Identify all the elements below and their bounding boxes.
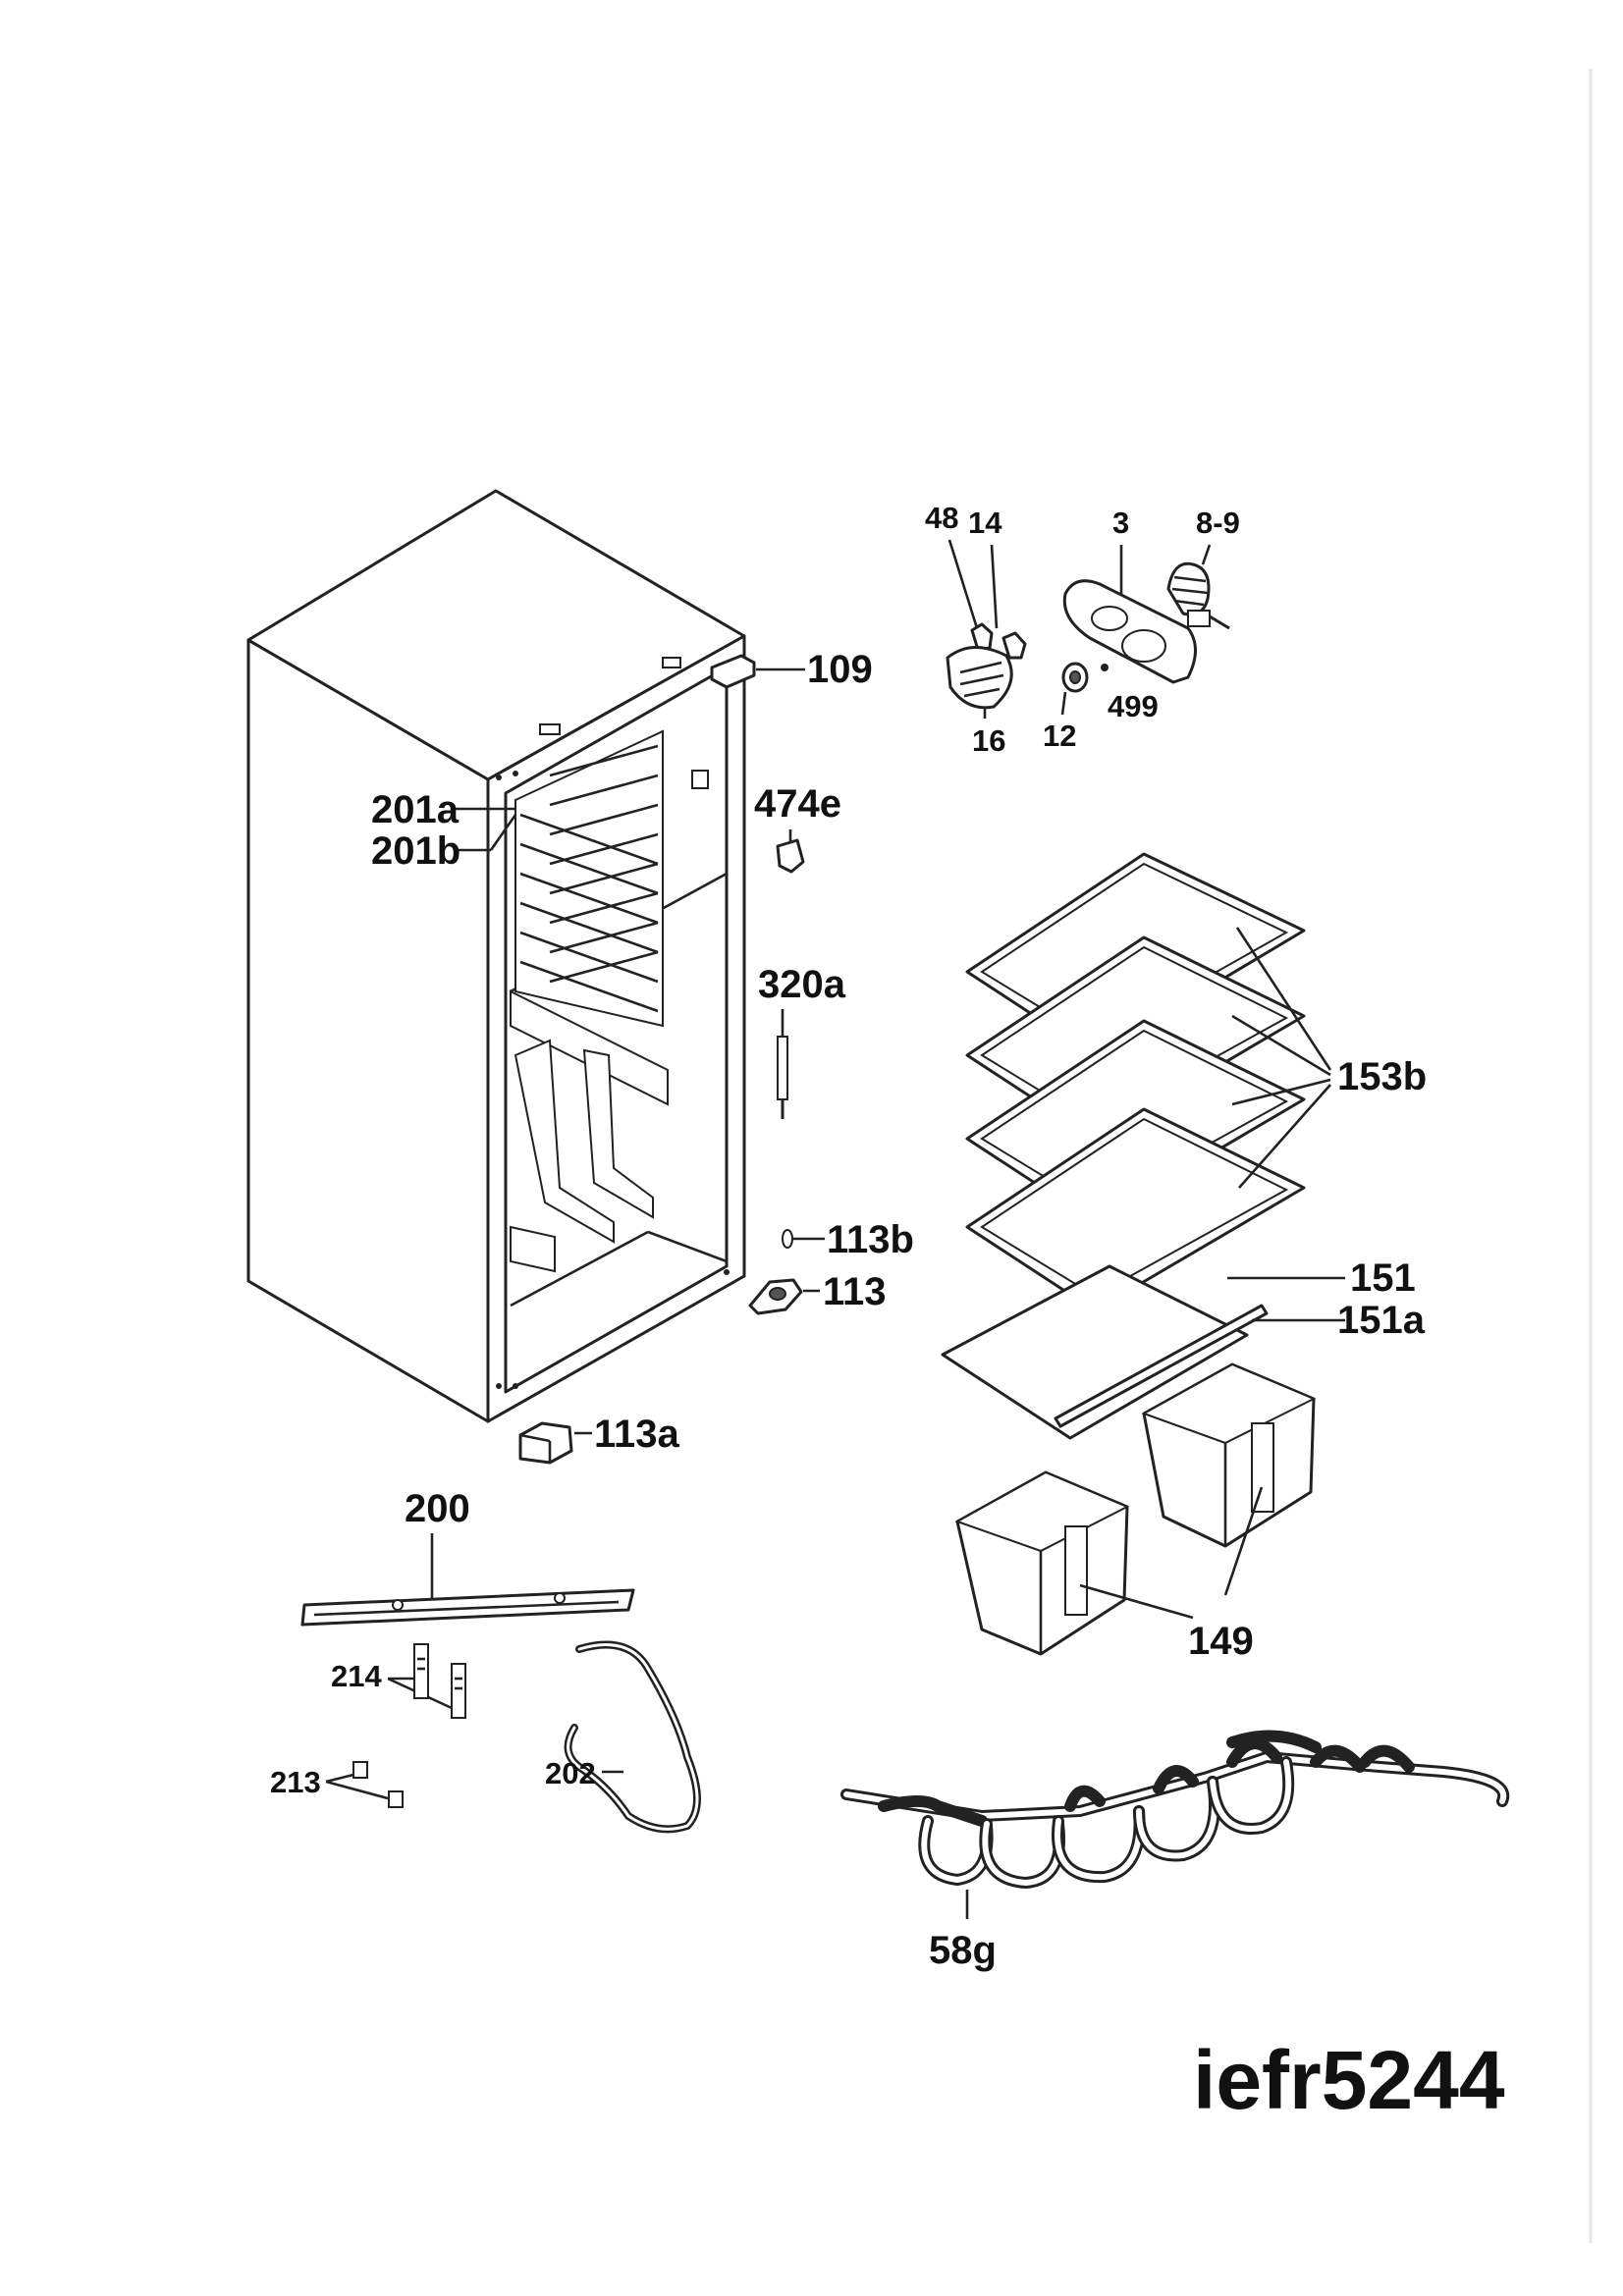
- label-320a: 320a: [758, 963, 846, 1006]
- part-113b-pin: 113b: [782, 1218, 914, 1261]
- label-202: 202: [545, 1756, 596, 1790]
- label-113b: 113b: [827, 1218, 914, 1261]
- label-214: 214: [331, 1659, 382, 1693]
- drip-channel: [510, 989, 669, 1273]
- label-151: 151: [1350, 1256, 1416, 1300]
- label-200: 200: [405, 1487, 470, 1530]
- evaporator-fins: [514, 729, 709, 1028]
- label-474e: 474e: [754, 782, 841, 826]
- drawer-front: [954, 1470, 1130, 1656]
- glass-shelves-153b: 153b: [965, 852, 1427, 1312]
- label-113: 113: [823, 1270, 887, 1313]
- label-58g: 58g: [929, 1929, 997, 1972]
- part-58g-wine-rack: 58g: [840, 1730, 1510, 1972]
- label-12: 12: [1043, 719, 1076, 753]
- label-153b: 153b: [1337, 1055, 1427, 1098]
- part-113a-foot: 113a: [518, 1413, 680, 1465]
- label-149: 149: [1188, 1620, 1254, 1663]
- shelf-4: [965, 1107, 1306, 1312]
- part-201-shelf-supports: 201a 201b: [371, 788, 517, 873]
- label-3: 3: [1112, 506, 1129, 540]
- label-48: 48: [925, 501, 958, 535]
- part-213-clips: 213: [270, 1761, 404, 1808]
- part-474e-clip: 474e: [754, 782, 841, 874]
- model-code: iefr5244: [1193, 2034, 1505, 2126]
- part-214-brackets: 214: [331, 1643, 466, 1719]
- label-201a: 201a: [371, 788, 460, 831]
- crisper-drawers-149: 149: [954, 1362, 1317, 1663]
- drawer-back: [1141, 1362, 1317, 1548]
- label-8-9: 8-9: [1196, 506, 1240, 540]
- label-151a: 151a: [1337, 1299, 1426, 1342]
- part-200-rail: 200: [300, 1487, 635, 1627]
- part-320a-pin: 320a: [758, 963, 846, 1119]
- part-109-top-hinge: 109: [710, 648, 873, 691]
- part-202-gasket: 202: [545, 1640, 701, 1834]
- label-16: 16: [972, 723, 1005, 758]
- thermostat-group: 48 14 3 8-9 16 12 499: [925, 501, 1240, 758]
- part-113-bottom-hinge: 113: [748, 1270, 887, 1315]
- label-14: 14: [968, 506, 1002, 540]
- label-499: 499: [1108, 689, 1159, 723]
- label-113a: 113a: [594, 1413, 680, 1456]
- label-109: 109: [807, 648, 873, 691]
- label-213: 213: [270, 1765, 321, 1799]
- label-201b: 201b: [371, 829, 460, 873]
- crisper-cover-151: 151 151a: [941, 1256, 1426, 1440]
- cabinet-body: [246, 489, 746, 1423]
